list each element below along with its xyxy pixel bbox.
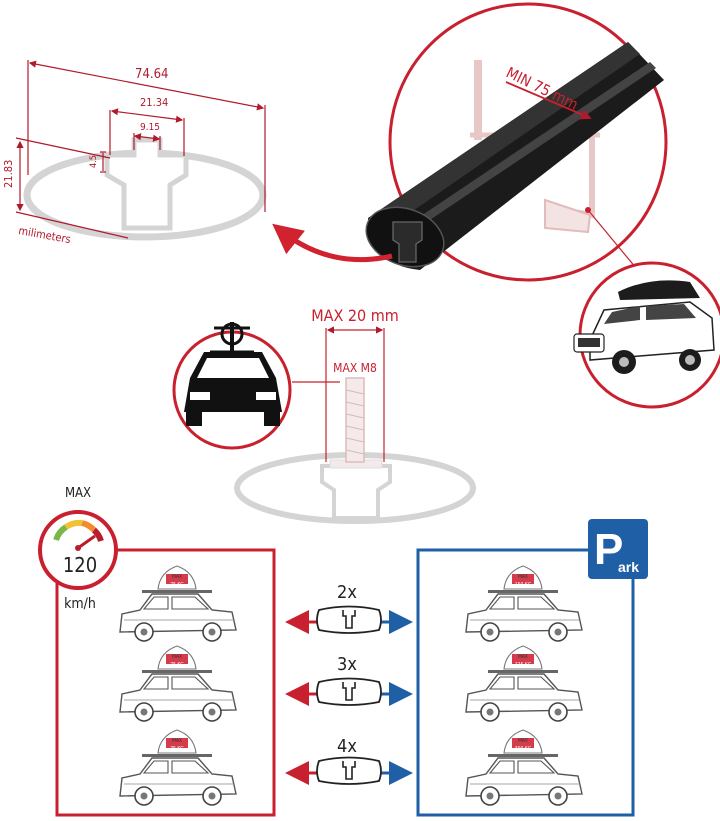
bar-closeup-callout: MIN 75 mm: [365, 2, 668, 282]
profile-pointer-arrow: [272, 223, 393, 263]
bar-multiplier: 2x: [337, 582, 357, 603]
bar-multiplier: 4x: [337, 736, 357, 757]
park-letter: P: [594, 525, 623, 574]
drive-box-max-label: MAX: [172, 574, 182, 580]
park-badge: P ark: [588, 519, 648, 579]
slot-dimension-label: 9.15: [140, 122, 160, 133]
park-box-max-label: MAX: [518, 574, 528, 580]
drive-load-label: 75 KG: [170, 746, 184, 752]
roof-bar-black: [365, 42, 664, 270]
profile-dimension-drawing: 74.64 21.34 9.15 4.5 21.83 milimeters: [2, 60, 267, 246]
drive-box-max-label: MAX: [172, 738, 182, 744]
speed-max-label: MAX: [65, 486, 91, 501]
park-load-label: 300 KG: [515, 746, 532, 752]
speed-unit: km/h: [64, 596, 96, 612]
max-length-label: MAX 20 mm: [311, 306, 399, 325]
bar-multiplier: 3x: [337, 654, 357, 675]
park-load-label: 225 KG: [515, 662, 532, 668]
park-load-label: 150 KG: [515, 582, 532, 588]
suv-roofbox-callout: [573, 261, 720, 409]
drive-box-max-label: MAX: [172, 654, 182, 660]
park-box-max-label: MAX: [518, 738, 528, 744]
load-row-3: MAX 75 KG MAX 300 KG 4x: [119, 729, 583, 806]
height-dimension-label: 21.83: [2, 160, 15, 188]
thread-size-label: MAX M8: [333, 361, 377, 375]
park-text: ark: [618, 559, 639, 575]
speed-limit-gauge: [38, 510, 118, 590]
drive-load-label: 75 KG: [170, 662, 184, 668]
speed-value: 120: [63, 553, 97, 577]
load-row-1: MAX 75 KG MAX 150 KG 2x: [119, 565, 583, 642]
channel-dimension-label: 21.34: [140, 96, 168, 109]
load-row-2: MAX 75 KG MAX 225 KG 3x: [119, 645, 583, 722]
lip-dimension-label: 4.5: [89, 155, 99, 168]
bike-carrier-callout: [172, 322, 292, 450]
width-dimension-label: 74.64: [135, 67, 168, 82]
bolt-dimension-drawing: MAX 20 mm MAX M8: [234, 306, 476, 524]
drive-load-label: 75 KG: [170, 582, 184, 588]
park-box-max-label: MAX: [518, 654, 528, 660]
